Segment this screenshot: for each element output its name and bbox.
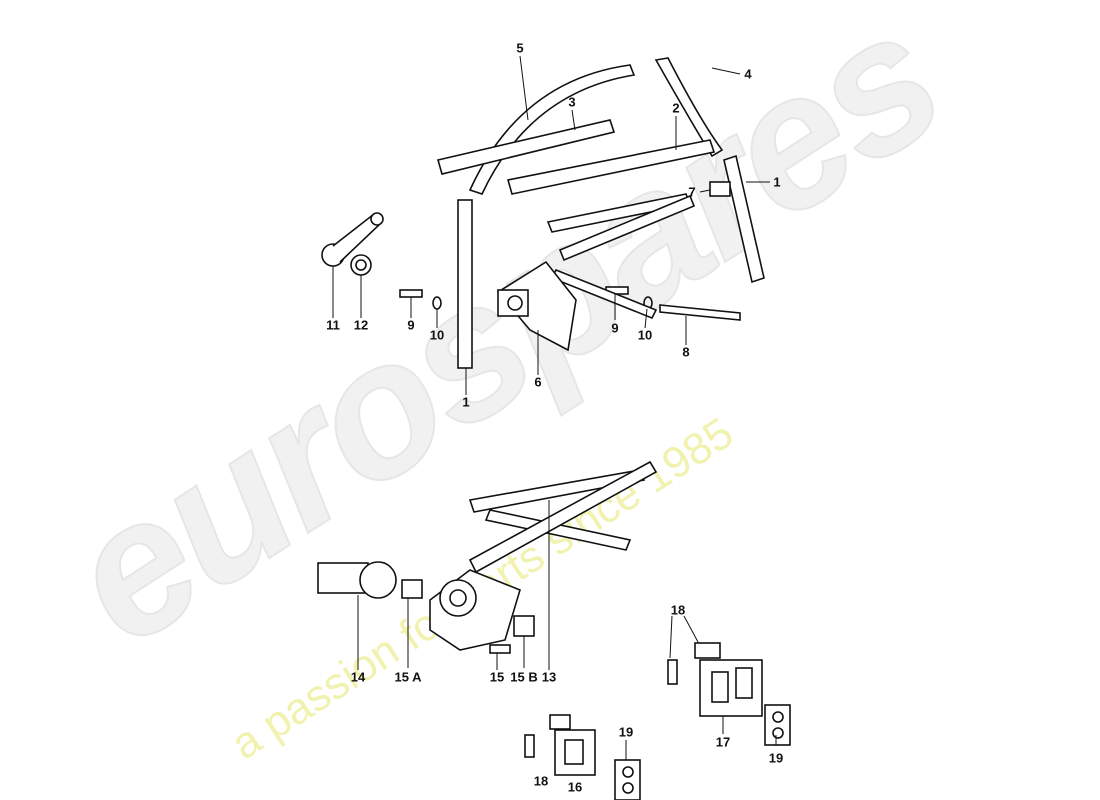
callout-15b: 15 B bbox=[510, 669, 538, 685]
part-1-seal-right bbox=[723, 154, 765, 284]
callout-10: 10 bbox=[429, 327, 445, 343]
part-9-screw-left bbox=[399, 289, 423, 298]
part-8-rail bbox=[659, 304, 741, 321]
part-16-switch-housing bbox=[554, 729, 596, 776]
callout-19: 19 bbox=[768, 750, 784, 766]
callout-4: 4 bbox=[744, 66, 752, 82]
callout-10: 10 bbox=[637, 327, 653, 343]
callout-12: 12 bbox=[353, 317, 369, 333]
part-18-clip bbox=[694, 642, 721, 659]
callout-9: 9 bbox=[611, 320, 619, 336]
part-12-washer bbox=[350, 254, 372, 276]
callout-17: 17 bbox=[715, 734, 731, 750]
part-3-seal bbox=[436, 119, 616, 175]
callout-15: 15 bbox=[489, 669, 505, 685]
callout-3: 3 bbox=[568, 94, 576, 110]
part-15A-bracket bbox=[401, 579, 423, 599]
callout-2: 2 bbox=[672, 100, 680, 116]
callout-18: 18 bbox=[533, 773, 549, 789]
part-13-regulator bbox=[468, 469, 646, 513]
part-2-seal bbox=[506, 139, 716, 195]
callout-15a: 15 A bbox=[394, 669, 422, 685]
callout-16: 16 bbox=[567, 779, 583, 795]
callout-18: 18 bbox=[670, 602, 686, 618]
part-4-seal bbox=[654, 57, 724, 158]
part-7-clip bbox=[709, 181, 731, 197]
part-10-clip-left bbox=[432, 296, 442, 310]
callout-19: 19 bbox=[618, 724, 634, 740]
callout-1: 1 bbox=[462, 394, 470, 410]
callout-11: 11 bbox=[326, 317, 340, 333]
callout-7: 7 bbox=[688, 184, 696, 200]
callout-13: 13 bbox=[541, 669, 557, 685]
part-19-switch-right bbox=[764, 704, 791, 746]
callout-8: 8 bbox=[682, 344, 690, 360]
callout-1: 1 bbox=[773, 174, 781, 190]
callout-5: 5 bbox=[516, 40, 524, 56]
part-15-bolt bbox=[489, 644, 511, 654]
part-15B-bracket bbox=[513, 615, 535, 637]
part-19-switch-left bbox=[614, 759, 641, 800]
callout-14: 14 bbox=[350, 669, 366, 685]
part-1-seal-left bbox=[457, 199, 473, 369]
callout-6: 6 bbox=[534, 374, 542, 390]
callout-9: 9 bbox=[407, 317, 415, 333]
